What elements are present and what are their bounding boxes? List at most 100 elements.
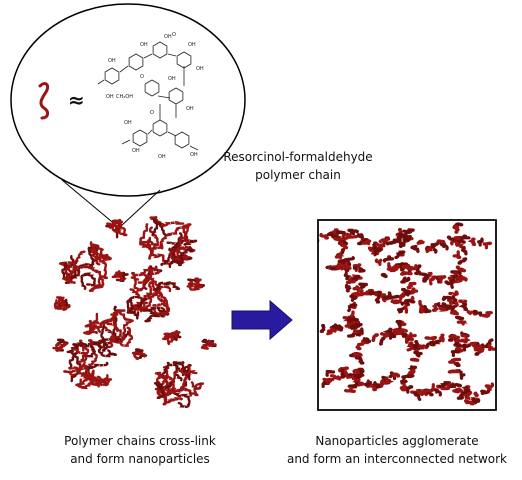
polymer-strand: [369, 384, 378, 392]
polymer-strand: [333, 237, 347, 243]
polymer-strand: [400, 377, 408, 385]
polymer-strand: [162, 331, 180, 341]
polymer-strand: [452, 301, 459, 308]
polymer-strand: [168, 365, 191, 393]
benzene-ring: [152, 119, 168, 137]
polymer-strand: [68, 347, 88, 371]
polymer-strand: [55, 296, 66, 311]
polymer-strand: [380, 272, 388, 279]
polymer-strand: [397, 307, 405, 314]
polymer-strand: [406, 385, 414, 394]
polymer-strand: [406, 281, 417, 290]
polymer-strand: [487, 343, 496, 352]
polymer-strand: [331, 324, 344, 332]
right-arrow-icon: [231, 299, 293, 341]
polymer-strand: [344, 283, 352, 293]
polymer-strand: [344, 235, 358, 240]
polymer-strand: [200, 339, 217, 350]
polymer-strand: [373, 247, 384, 257]
polymer-strand: [379, 336, 386, 346]
polymer-strand: [351, 374, 361, 383]
polymer-chain-icon: [38, 82, 50, 120]
polymer-strand: [344, 387, 356, 393]
polymer-strand: [442, 302, 453, 310]
polymer-strand: [335, 230, 346, 235]
polymer-strand: [460, 333, 471, 344]
polymer-strand: [450, 305, 456, 315]
polymer-strand: [456, 276, 468, 282]
polymer-strand: [463, 386, 471, 394]
polymer-strand: [447, 298, 455, 305]
polymer-strand: [126, 296, 147, 314]
atom-label: OH: [124, 120, 132, 126]
polymer-strand: [451, 294, 458, 305]
polymer-strand: [395, 319, 403, 330]
polymer-strand: [368, 290, 382, 296]
polymer-strand: [363, 381, 372, 387]
bond-line: [189, 145, 199, 151]
atom-label: OH: [196, 66, 204, 72]
polymer-strand: [424, 335, 438, 341]
polymer-strand: [406, 332, 417, 339]
polymer-strand: [383, 376, 395, 385]
polymer-strand: [391, 372, 401, 378]
polymer-strand: [456, 391, 468, 400]
polymer-strand: [456, 320, 468, 326]
benzene-ring: [128, 53, 144, 71]
benzene-ring: [174, 131, 190, 149]
bond-line: [143, 53, 153, 59]
polymer-strand: [161, 361, 183, 382]
polymer-strand: [343, 271, 352, 281]
polymer-strand: [459, 370, 466, 380]
atom-label: O: [150, 110, 154, 116]
polymer-strand: [452, 250, 462, 259]
zoom-line-right: [120, 189, 161, 227]
polymer-strand: [68, 342, 96, 358]
polymer-strand: [409, 357, 420, 362]
polymer-strand: [455, 265, 467, 273]
polymer-strand: [398, 238, 406, 249]
polymer-strand: [347, 332, 361, 338]
polymer-strand: [484, 382, 495, 391]
polymer-strand: [439, 242, 449, 251]
polymer-strand: [417, 344, 429, 350]
polymer-strand: [353, 373, 365, 380]
polymer-strand: [169, 388, 191, 409]
polymer-strand: [448, 334, 461, 340]
atom-label: CH₂OH: [116, 94, 133, 100]
polymer-strand: [153, 381, 173, 400]
polymer-strand: [153, 281, 181, 292]
atom-label: OH: [186, 106, 194, 112]
polymer-strand: [416, 239, 425, 245]
bond-line: [97, 79, 105, 85]
polymer-strand: [437, 275, 447, 284]
atom-label: O: [140, 74, 144, 80]
polymer-strand: [362, 239, 371, 246]
polymer-strand: [349, 294, 358, 302]
right-caption: Nanoparticles agglomerate and form an in…: [286, 434, 508, 466]
interconnected-network: [318, 222, 496, 406]
polymer-strand: [133, 281, 153, 311]
polymer-strand: [410, 244, 420, 254]
polymer-strand: [458, 299, 468, 305]
left-caption: Polymer chains cross-link and form nanop…: [64, 434, 216, 466]
polymer-strand: [160, 232, 183, 267]
bond-line: [157, 95, 171, 99]
polymer-strand: [330, 374, 342, 381]
polymer-strand: [448, 357, 462, 364]
polymer-strand: [106, 322, 122, 349]
polymer-strand: [149, 216, 185, 228]
approx-symbol: ≈: [68, 88, 85, 112]
atom-label: O: [172, 32, 176, 38]
polymer-strand: [433, 388, 443, 397]
polymer-strand: [477, 237, 484, 247]
polymer-strand: [325, 369, 336, 377]
zoom-ellipse: [10, 3, 246, 197]
atom-label: OH: [164, 34, 172, 40]
polymer-strand: [438, 381, 451, 388]
polymer-strand: [81, 339, 98, 369]
bond-line: [121, 139, 131, 145]
polymer-strand: [337, 259, 351, 266]
polymer-strand: [131, 351, 146, 360]
